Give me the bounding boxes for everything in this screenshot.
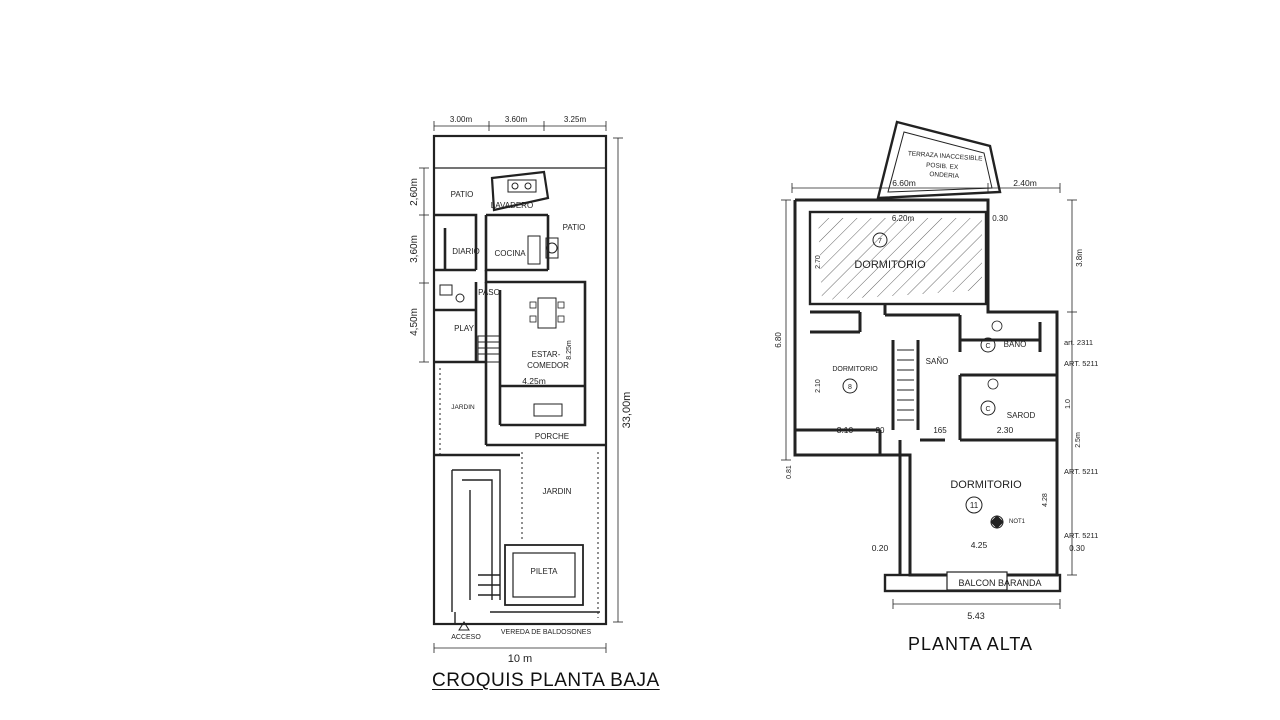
pa-right-dimension xyxy=(1067,199,1077,576)
pa-dim-210: 2.10 xyxy=(815,379,822,393)
pa-room-bano: BAÑO xyxy=(1004,340,1027,349)
pa-note-4: ART. 5211 xyxy=(1064,531,1098,540)
pa-dim-030-a: 0.30 xyxy=(992,214,1008,223)
pb-acceso-marker xyxy=(458,621,470,631)
pb-room-lavadero: LAVADERO xyxy=(491,201,533,210)
pa-dim-230: 2.30 xyxy=(997,425,1014,435)
pa-dim-020: 0.20 xyxy=(872,543,889,553)
pb-dim-top-1: 3.00m xyxy=(450,115,473,124)
pa-dormitorio-hatch xyxy=(818,218,982,300)
pb-room-diario: DIARIO xyxy=(452,247,480,256)
pb-left-dimension xyxy=(419,167,429,363)
pa-room-dormitorio-bottom: DORMITORIO xyxy=(950,479,1022,491)
pa-note-3: ART. 5211 xyxy=(1064,467,1098,476)
pb-dim-inner-height: 8.25m xyxy=(566,340,573,360)
pb-dim-left-1: 2,60m xyxy=(409,178,420,206)
pa-dim-25: 2.5m xyxy=(1075,432,1082,448)
pb-dim-top-2: 3.60m xyxy=(505,115,528,124)
pa-room-dormitorio-left: DORMITORIO xyxy=(832,366,878,373)
pa-terraza xyxy=(876,120,1002,200)
pa-bottom-dimension xyxy=(892,599,1061,609)
pb-lavadero-box xyxy=(490,170,550,212)
pb-access-steps xyxy=(451,469,600,624)
pb-dim-inner-width: 4.25m xyxy=(522,376,546,386)
pb-pileta-outer xyxy=(504,544,584,606)
pa-circle-8 xyxy=(842,378,858,394)
pa-dim-428: 4.28 xyxy=(1042,493,1049,507)
pa-dim-bottom: 5.43 xyxy=(967,611,985,621)
pa-note-5: NOT1 xyxy=(1009,519,1026,525)
pb-room-pileta: PILETA xyxy=(531,567,559,576)
pb-house-walls xyxy=(434,213,606,457)
pb-room-estar-1: ESTAR- xyxy=(532,350,561,359)
pa-room-sarod-num: C xyxy=(985,406,990,413)
pb-room-play: PLAY xyxy=(454,324,475,333)
pb-dim-bottom: 10 m xyxy=(508,653,532,665)
pa-dim-270: 2.70 xyxy=(815,255,822,269)
pa-dim-top-1: 6.60m xyxy=(892,178,916,188)
pa-room-dormitorio-left-num: 8 xyxy=(848,384,852,391)
pb-room-estar-2: COMEDOR xyxy=(527,361,569,370)
pb-room-cocina: COCINA xyxy=(494,249,526,258)
pa-room-dormitorio-top: DORMITORIO xyxy=(854,259,926,271)
pb-dim-left-2: 3,60m xyxy=(409,235,420,263)
pa-room-sano: SAÑO xyxy=(926,357,949,366)
pb-dim-right: 33,00m xyxy=(621,392,633,429)
pa-room-dormitorio-top-num: 7 xyxy=(878,238,882,245)
pa-dim-right-top: 3.8m xyxy=(1075,249,1084,267)
pa-note-2: ART. 5211 xyxy=(1064,359,1098,368)
pa-dim-425: 4.25 xyxy=(971,540,988,550)
pb-right-dimension xyxy=(613,137,623,623)
pa-dim-top-2: 2.40m xyxy=(1013,178,1037,188)
pa-room-sarod: SAROD xyxy=(1007,411,1036,420)
pa-terraza-line-3: ONDERIA xyxy=(929,171,960,180)
pa-circle-7 xyxy=(872,232,888,248)
caption-planta-baja: CROQUIS PLANTA BAJA xyxy=(432,670,660,691)
pb-lot-outline xyxy=(432,134,608,626)
pb-room-jardin-2: JARDIN xyxy=(543,487,572,496)
pb-label-vereda: VEREDA DE BALDOSONES xyxy=(501,629,592,636)
pa-stairs xyxy=(897,349,914,421)
pa-dim-081: 0.81 xyxy=(786,465,793,479)
pa-dim-left-total: 6.80 xyxy=(774,332,783,348)
pb-dim-left-3: 4,50m xyxy=(409,308,420,336)
pb-room-porche: PORCHE xyxy=(535,432,569,441)
pa-compass-marker xyxy=(990,515,1004,529)
pb-dim-top-3: 3.25m xyxy=(564,115,587,124)
planta-baja xyxy=(419,121,623,653)
pa-room-balcon: BALCON BARANDA xyxy=(958,578,1041,588)
pb-top-dimension xyxy=(433,121,607,131)
pb-room-paso: PASO xyxy=(478,288,500,297)
pa-terraza-line-2: POSIB. EX xyxy=(926,162,959,171)
pa-terraza-line-1: TERRAZA INACCESIBLE xyxy=(908,150,984,162)
pa-circle-sarod xyxy=(980,400,996,416)
pa-room-dormitorio-bottom-num: 11 xyxy=(970,501,979,510)
pa-dim-10: 1.0 xyxy=(1065,399,1072,409)
pa-left-dimension xyxy=(781,199,791,461)
pa-room-bano-num: C xyxy=(985,343,990,350)
pa-dim-165: 165 xyxy=(933,426,947,435)
pa-dim-030-b: 0.30 xyxy=(1069,544,1085,553)
pb-dining-table xyxy=(537,297,557,329)
pb-room-patio-1: PATIO xyxy=(451,190,474,199)
pb-stairs xyxy=(477,335,501,363)
caption-planta-alta: PLANTA ALTA xyxy=(908,634,1034,654)
pa-circle-bano xyxy=(980,337,996,353)
pb-pileta-inner xyxy=(512,552,576,598)
pa-top-dimension xyxy=(791,183,1061,193)
pb-room-jardin-1: JARDIN xyxy=(451,404,475,411)
pb-bottom-dimension xyxy=(433,643,607,653)
pa-dim-20: 20 xyxy=(876,426,885,435)
pa-note-1: art. 2311 xyxy=(1064,338,1093,347)
pb-label-acceso: ACCESO xyxy=(451,634,481,641)
pa-circle-11 xyxy=(965,496,983,514)
pa-dim-310: 3.10 xyxy=(837,425,854,435)
pb-room-patio-2: PATIO xyxy=(563,223,586,232)
pa-dim-inner-top: 6.20m xyxy=(892,214,915,223)
pb-labels: 3.00m 3.60m 3.25m 2,60m 3,60m 4,50m 33,0… xyxy=(409,115,633,665)
planta-alta xyxy=(781,120,1077,609)
pb-sofa xyxy=(533,403,563,417)
